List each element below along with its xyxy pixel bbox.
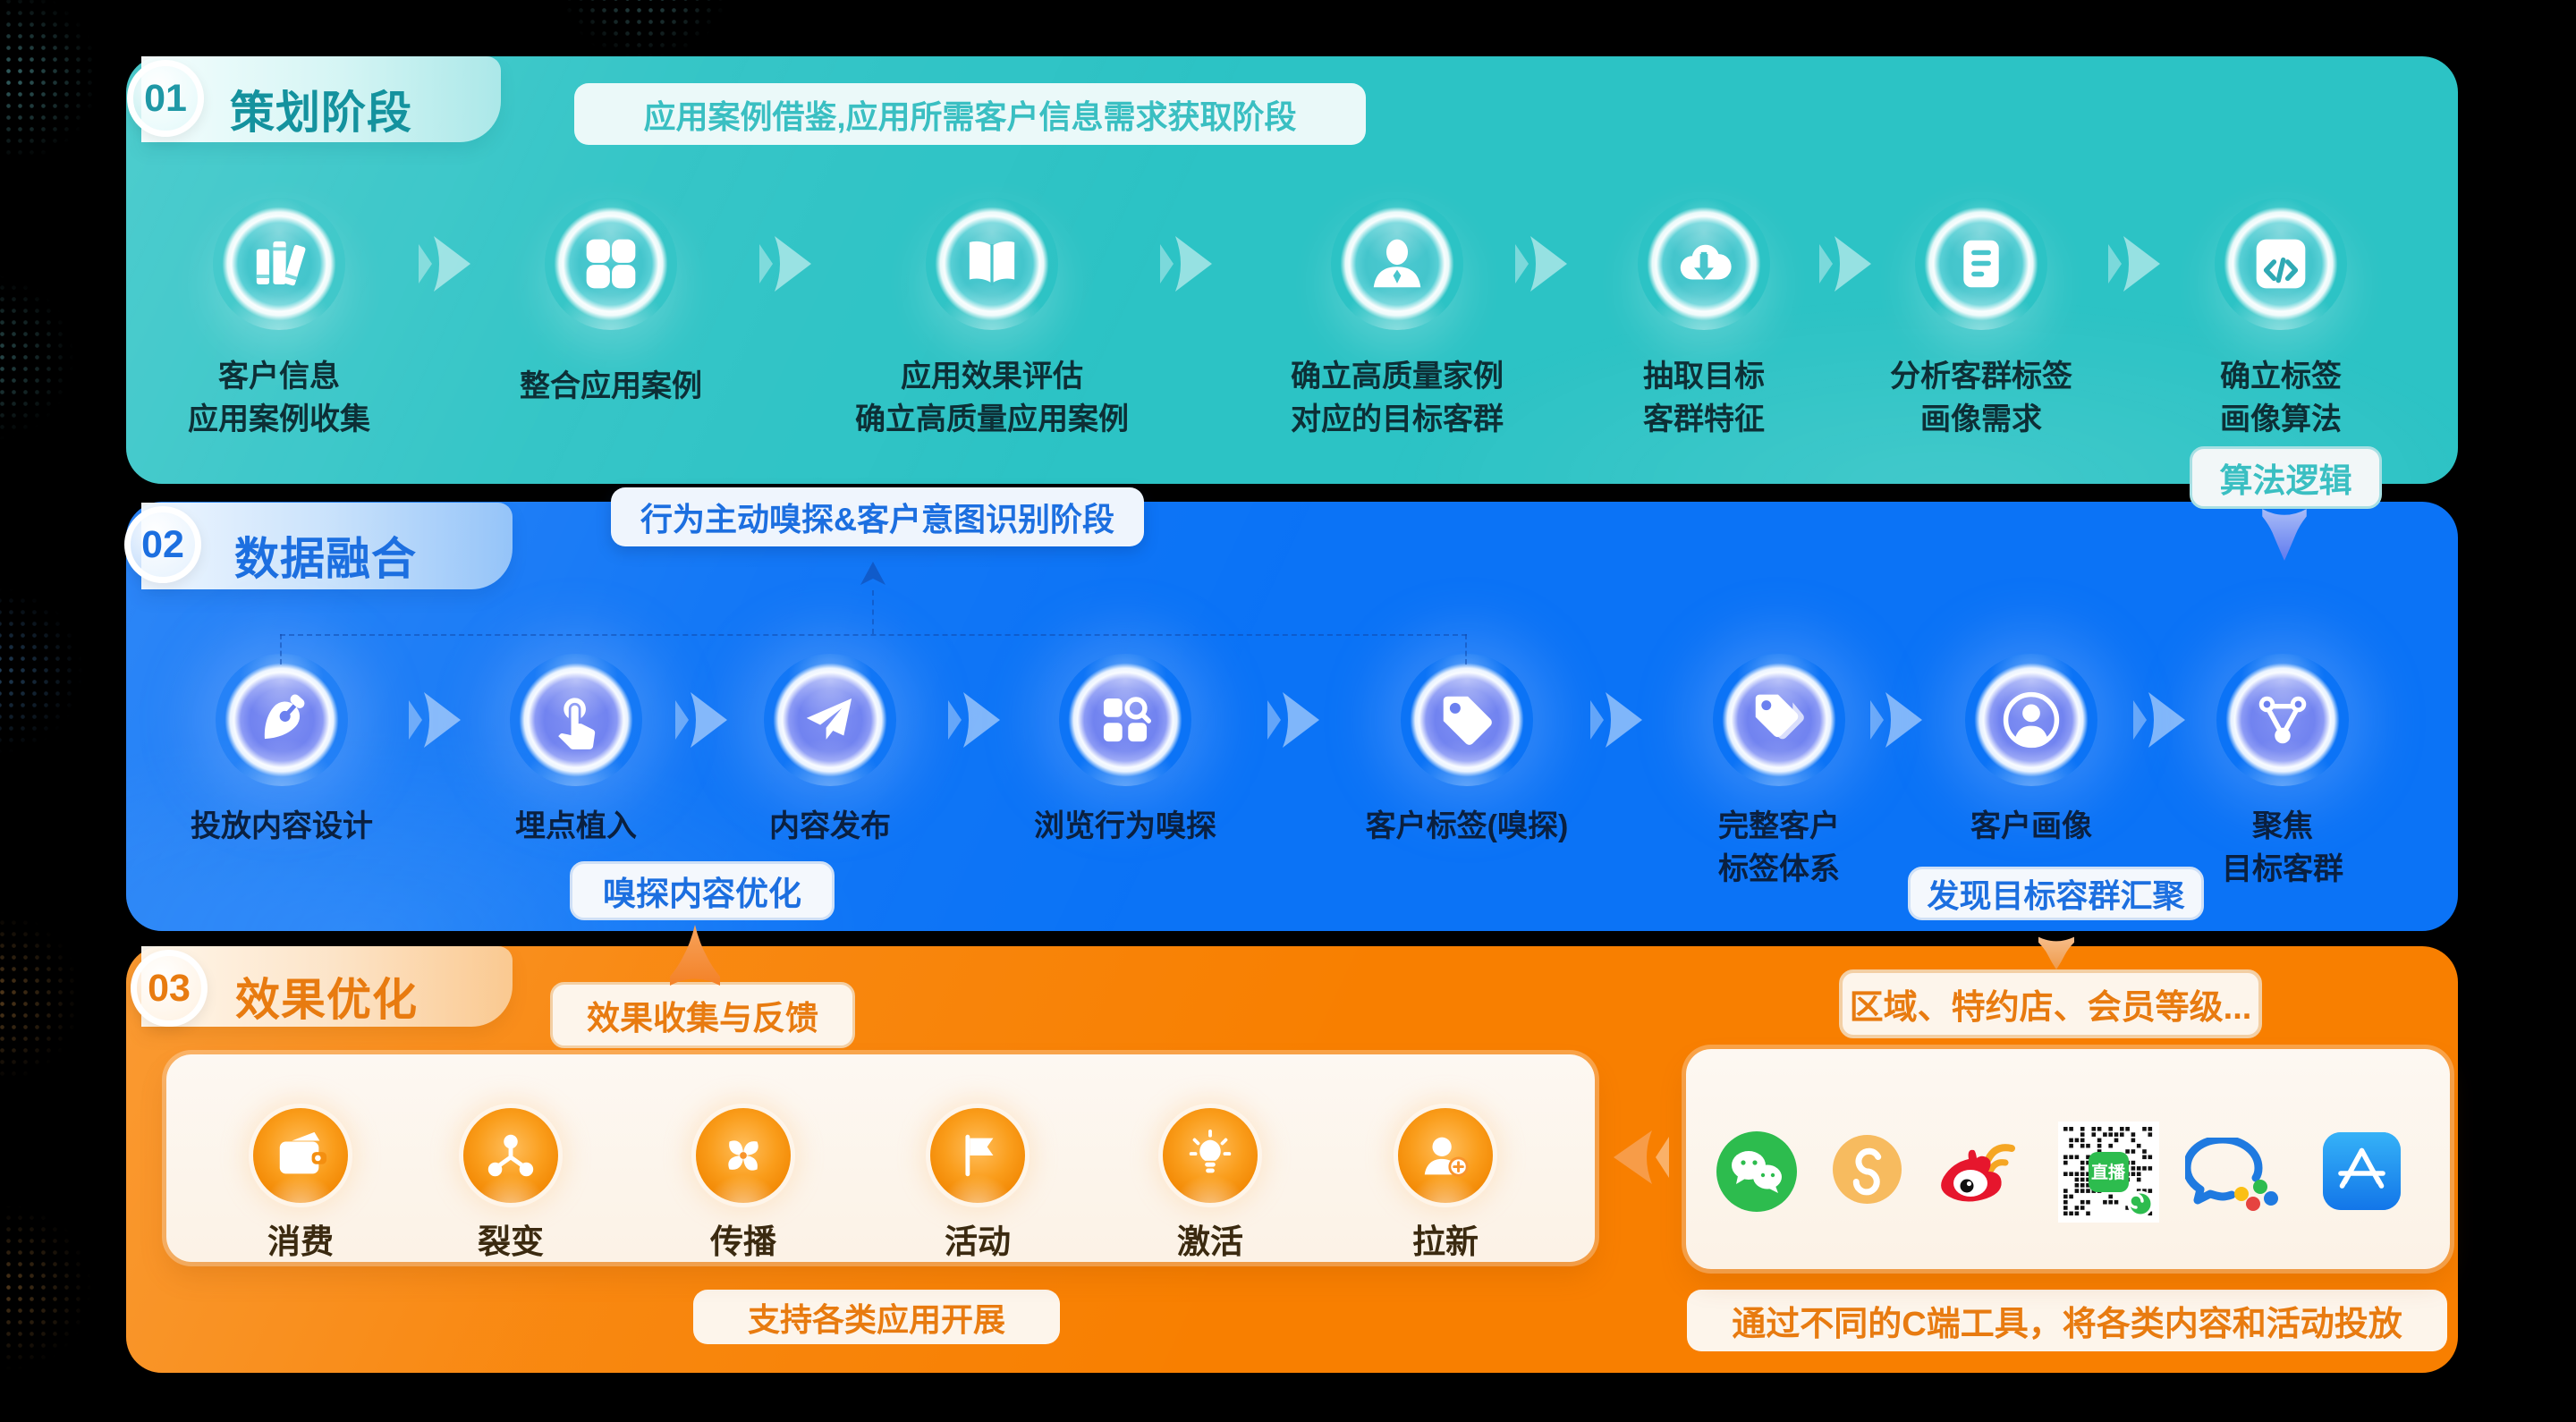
svg-text:直播: 直播 [2091,1162,2126,1182]
